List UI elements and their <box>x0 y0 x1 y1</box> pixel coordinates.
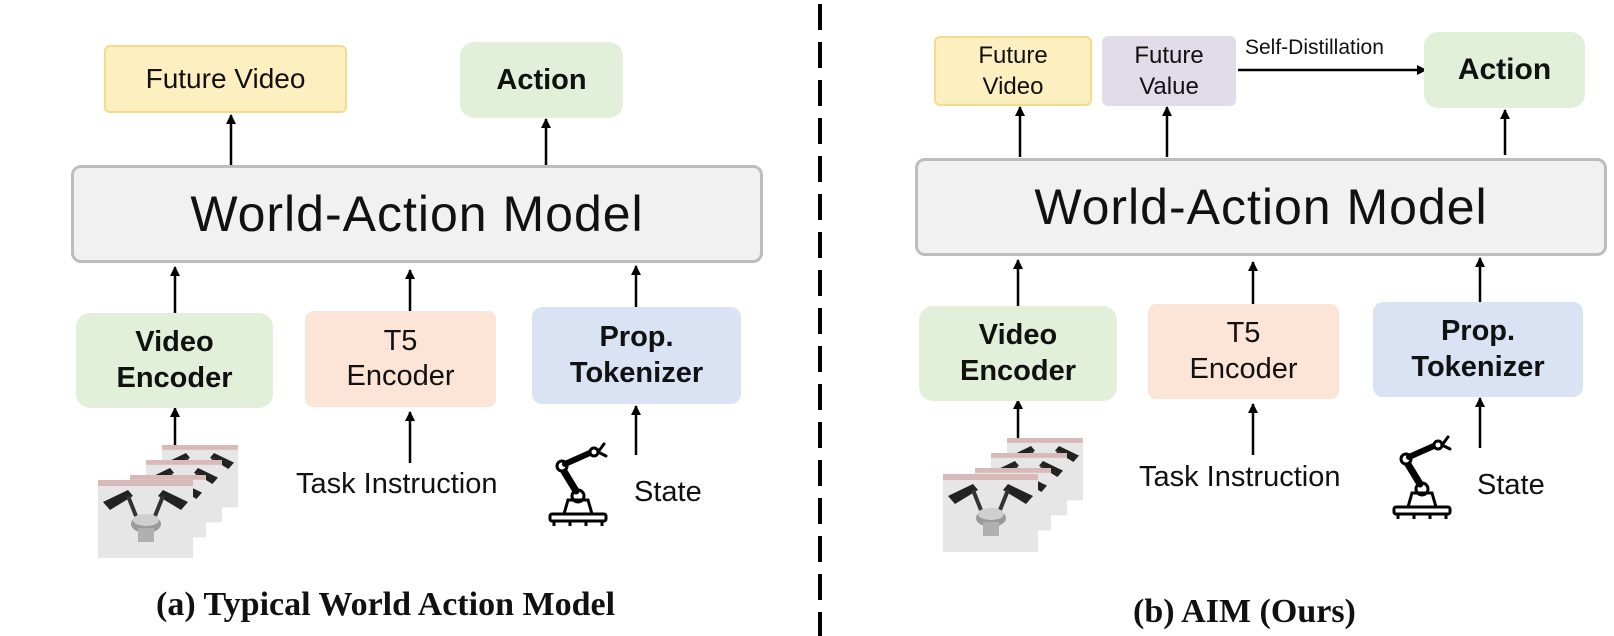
video-frames-icon <box>96 443 240 560</box>
t5-encoder: T5 Encoder <box>1148 304 1339 399</box>
action-output: Action <box>460 42 623 118</box>
caption-a: (a) Typical World Action Model <box>156 586 616 623</box>
robot-arm-icon <box>1394 437 1450 519</box>
future-value-output: Future Value <box>1102 36 1236 106</box>
video-encoder: Video Encoder <box>76 313 273 408</box>
future-video-output: Future Video <box>104 45 347 113</box>
prop-tokenizer: Prop. Tokenizer <box>1373 302 1583 397</box>
video-frames-icon <box>941 436 1085 554</box>
prop-tokenizer: Prop. Tokenizer <box>532 307 741 404</box>
t5-encoder: T5 Encoder <box>305 311 496 407</box>
future-video-output: Future Video <box>934 36 1092 106</box>
task-instruction-label: Task Instruction <box>296 468 498 500</box>
video-encoder: Video Encoder <box>919 306 1117 401</box>
robot-arm-icon <box>550 444 606 526</box>
state-label: State <box>1477 469 1545 501</box>
self-distillation-label: Self-Distillation <box>1245 36 1384 59</box>
caption-b: (b) AIM (Ours) <box>1133 593 1356 630</box>
task-instruction-label: Task Instruction <box>1139 461 1341 493</box>
state-label: State <box>634 476 702 508</box>
world-action-model: World-Action Model <box>915 158 1607 256</box>
action-output: Action <box>1424 32 1585 108</box>
world-action-model: World-Action Model <box>71 165 763 263</box>
